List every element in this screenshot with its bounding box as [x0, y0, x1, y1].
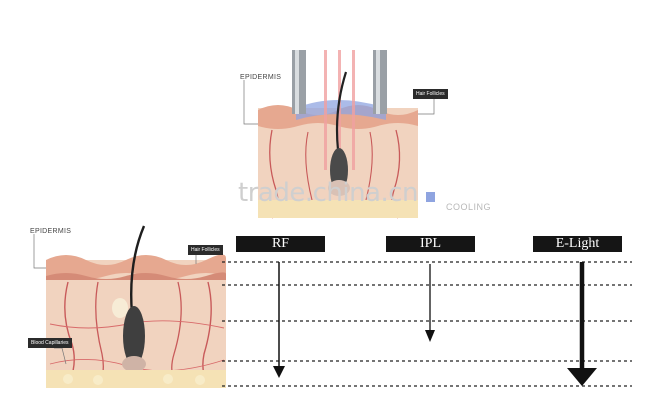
bottom-hair-follicles-label: Hair Follicles [188, 245, 223, 255]
ipl-header: IPL [386, 236, 475, 252]
elight-arrow [567, 262, 597, 386]
blood-capillaries-label: Blood Capillaries [28, 338, 72, 348]
bottom-skin-diagram [28, 224, 228, 392]
watermark: trade.china.cn [238, 178, 419, 208]
rf-header: RF [236, 236, 325, 252]
elight-header: E-Light [533, 236, 622, 252]
bottom-epidermis-label: EPIDERMIS [30, 228, 72, 235]
ipl-arrow [425, 264, 435, 342]
top-hair-follicles-label: Hair Follicles [413, 89, 448, 99]
cooling-label: COOLING [446, 202, 492, 212]
bottom-skin-illustration [33, 225, 226, 388]
rf-arrow [273, 262, 285, 378]
top-epidermis-label: EPIDERMIS [240, 74, 282, 81]
